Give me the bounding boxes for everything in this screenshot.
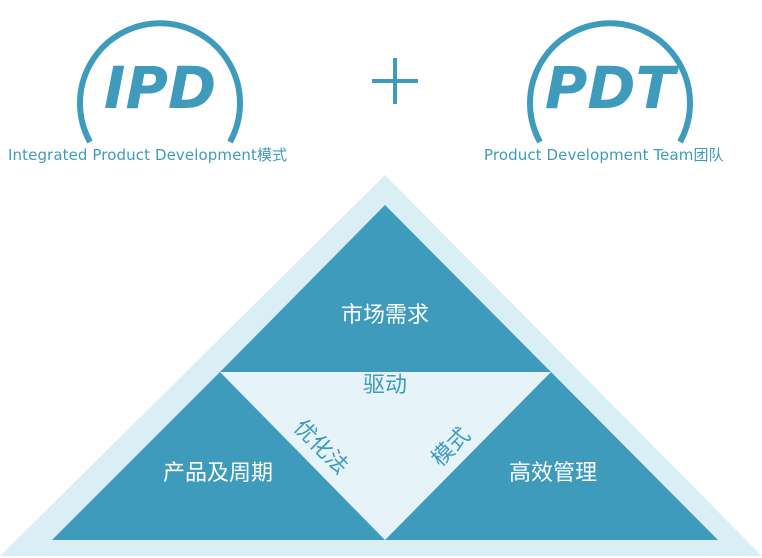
- segment-center: [220, 372, 551, 540]
- pdt-logo-arc: [527, 20, 693, 144]
- ipd-logo: IPD: [77, 20, 243, 144]
- label-bottom-right: 高效管理: [509, 461, 597, 486]
- pdt-logo-text: PDT: [545, 54, 680, 122]
- label-bottom-left: 产品及周期: [163, 461, 273, 486]
- ipd-logo-text: IPD: [104, 54, 216, 122]
- pdt-logo: PDT: [527, 20, 693, 144]
- label-top: 市场需求: [341, 303, 429, 328]
- ipd-caption: Integrated Product Development模式: [8, 146, 288, 164]
- label-center-top: 驱动: [363, 373, 407, 398]
- segment-efficient-management: [385, 372, 718, 540]
- segment-product-cycle: [52, 372, 385, 540]
- pdt-caption: Product Development Team团队: [484, 146, 724, 164]
- ipd-logo-arc: [77, 20, 243, 144]
- plus-icon: [372, 58, 418, 104]
- segment-market-demand: [220, 205, 551, 372]
